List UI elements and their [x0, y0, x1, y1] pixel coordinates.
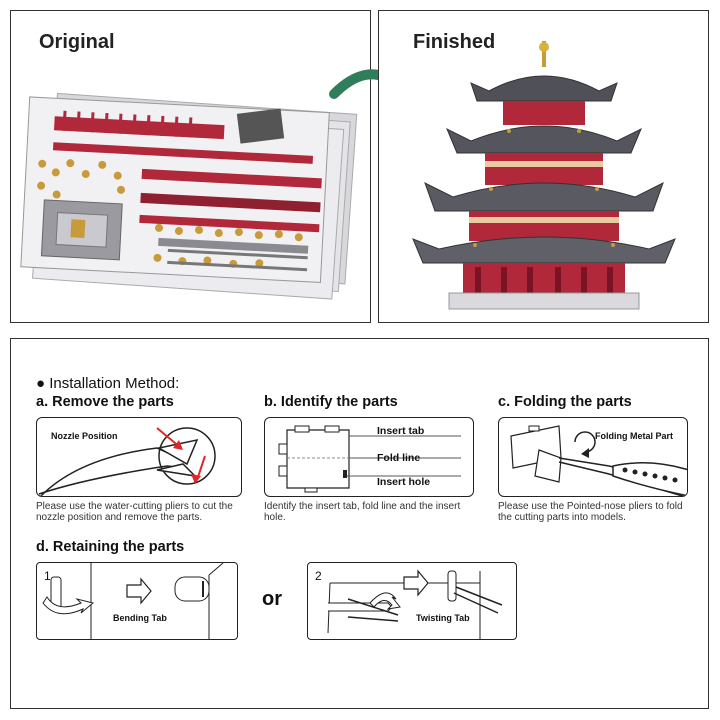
fold-line-label: Fold line	[377, 452, 421, 464]
bending-tab-diagram: 1 Bending Tab	[36, 562, 238, 640]
twisting-tab-illustration	[327, 569, 503, 639]
step-c-diagram: Folding Metal Part	[498, 417, 688, 497]
bending-tab-label: Bending Tab	[113, 613, 167, 623]
step-a-title: a. Remove the parts	[36, 394, 174, 410]
original-panel: Original	[10, 10, 371, 323]
bending-tab-illustration	[42, 563, 224, 639]
step-d-title: d. Retaining the parts	[36, 539, 185, 555]
step-c-title: c. Folding the parts	[498, 394, 632, 410]
installation-heading: Installation Method:	[49, 375, 180, 392]
insert-hole-label: Insert hole	[377, 476, 431, 488]
step-a-diagram: Nozzle Position	[36, 417, 242, 497]
step-b-caption: Identify the insert tab, fold line and t…	[264, 501, 461, 523]
installation-heading-row: ● Installation Method:	[36, 375, 179, 392]
step-c-caption: Please use the Pointed-nose pliers to fo…	[498, 501, 683, 523]
option-1-number: 1	[44, 569, 51, 583]
option-2-number: 2	[315, 569, 322, 583]
or-separator: or	[262, 588, 282, 610]
bullet-icon: ●	[36, 375, 46, 392]
insert-tab-label: Insert tab	[377, 425, 425, 437]
pagoda-model-illustration	[412, 41, 676, 310]
folding-metal-part-label: Folding Metal Part	[595, 431, 674, 441]
pliers-folding-illustration	[510, 425, 687, 496]
step-a-caption: Please use the water-cutting pliers to c…	[36, 501, 233, 523]
twisting-tab-label: Twisting Tab	[416, 613, 470, 623]
installation-panel	[10, 338, 709, 709]
pliers-cutting-illustration	[38, 427, 216, 496]
finished-label: Finished	[413, 31, 496, 53]
part-outline-illustration	[278, 425, 461, 493]
finished-panel: Finished	[378, 10, 709, 323]
step-b-diagram: Insert tab Fold line Insert hole	[264, 417, 474, 497]
metal-sheets-illustration	[20, 92, 358, 300]
original-label: Original	[39, 31, 115, 53]
nozzle-position-label: Nozzle Position	[51, 431, 118, 441]
twisting-tab-diagram: 2 Twisting Tab	[307, 562, 517, 640]
step-b-title: b. Identify the parts	[264, 394, 398, 410]
